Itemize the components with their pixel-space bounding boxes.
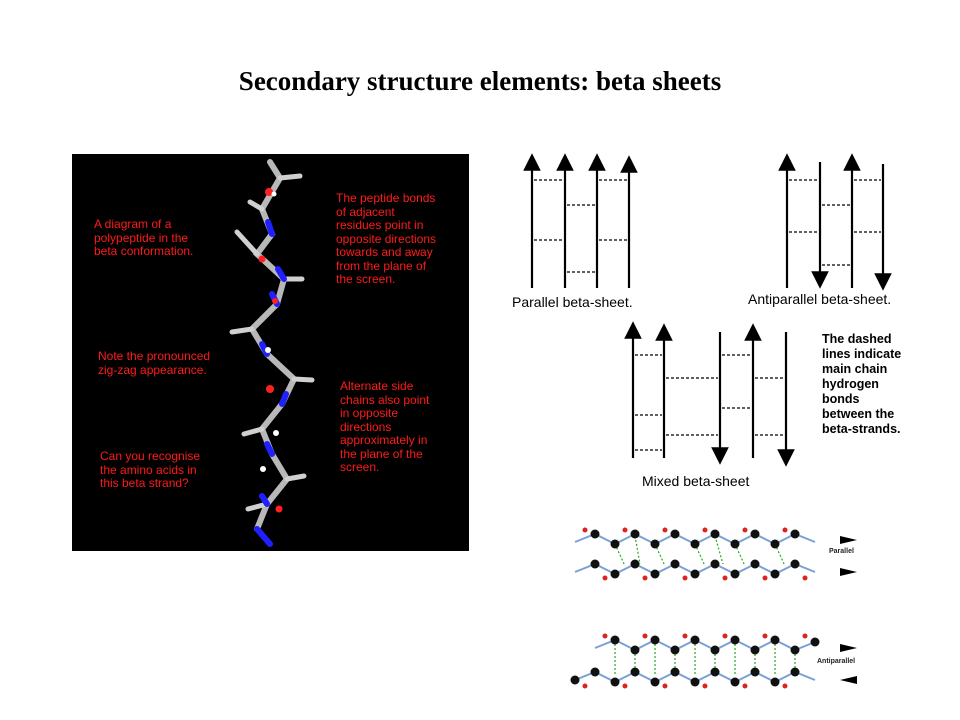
sheet-schematic-arrows — [523, 153, 892, 467]
slide-title: Secondary structure elements: beta sheet… — [238, 66, 722, 96]
beta-strand-molecule — [229, 159, 315, 547]
note-polypeptide: A diagram of a polypeptide in the beta c… — [94, 217, 194, 258]
note-zigzag: Note the pronounced zig-zag appearance. — [98, 349, 211, 377]
note-side-chains: Alternate side chains also point in oppo… — [340, 379, 430, 474]
antiparallel-sheet-label: Antiparallel beta-sheet. — [748, 291, 892, 307]
parallel-sheet-label: Parallel beta-sheet. — [512, 294, 633, 310]
sheet-schematics: Parallel beta-sheet. Antiparallel beta-s… — [490, 150, 930, 500]
note-recognise: Can you recognise the amino acids in thi… — [100, 449, 201, 490]
beta-strand-panel: A diagram of a polypeptide in the beta c… — [72, 154, 469, 551]
antiparallel-ribbon-label: Antiparallel — [817, 658, 856, 665]
mixed-sheet-label: Mixed beta-sheet — [642, 473, 750, 489]
parallel-ribbon-graphic — [574, 527, 857, 581]
parallel-ribbon: Parallel — [565, 520, 870, 590]
parallel-ribbon-label: Parallel — [829, 548, 854, 555]
note-peptide-bonds: The peptide bonds of adjacent residues p… — [336, 191, 437, 286]
antiparallel-ribbon: Antiparallel — [565, 628, 870, 698]
antiparallel-ribbon-graphic — [570, 633, 857, 689]
hydrogen-bond-note: The dashed lines indicate main chain hyd… — [822, 332, 902, 436]
